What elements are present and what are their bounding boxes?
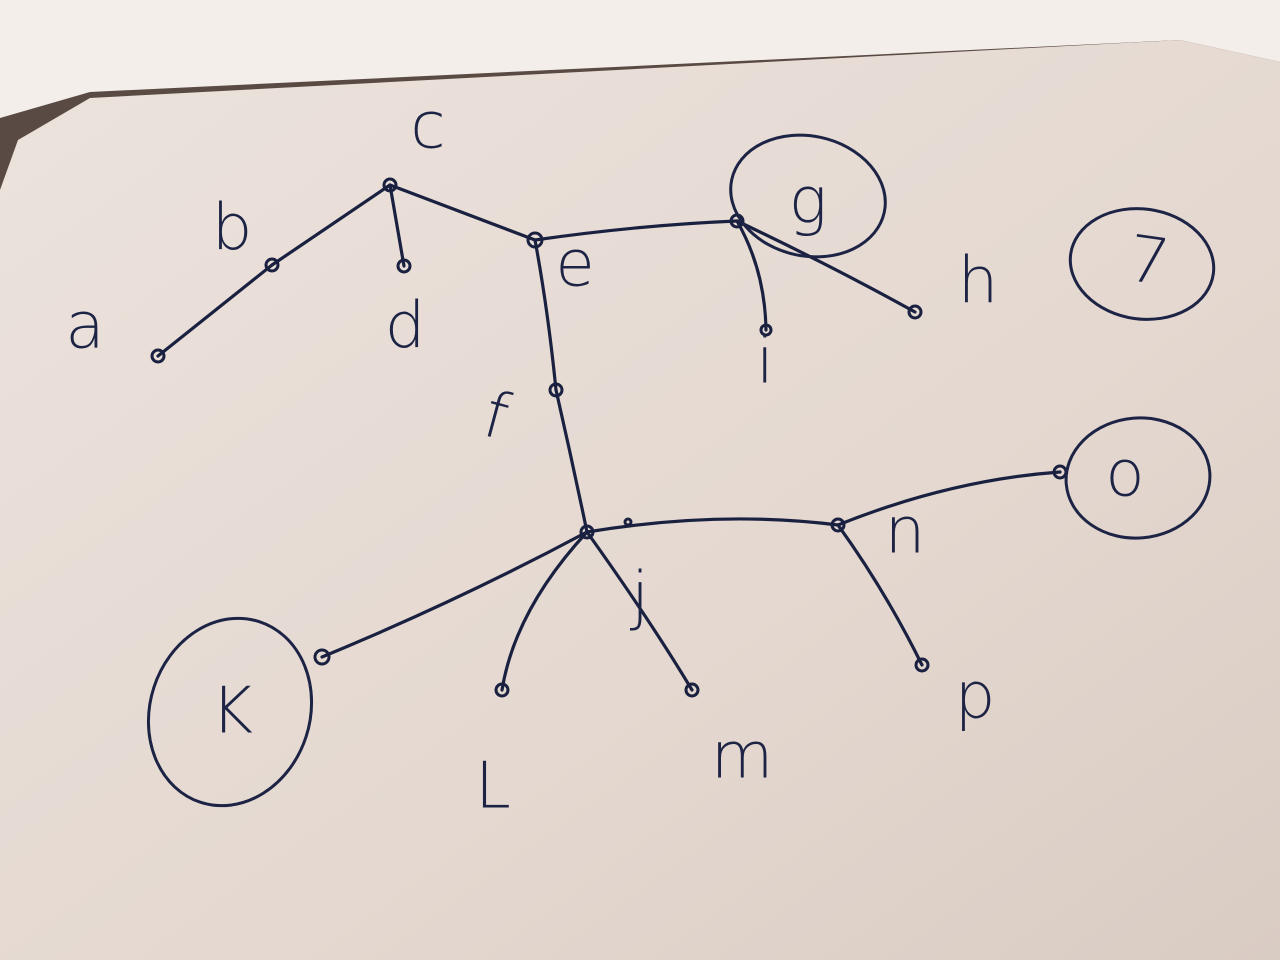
edge-n-o <box>836 470 1062 527</box>
edge-j-k <box>320 530 589 659</box>
node-ring-k <box>146 616 314 808</box>
edge-c-d <box>388 183 406 268</box>
edge-j-m <box>585 530 694 692</box>
edge-b-c <box>270 183 392 267</box>
edge-n-p <box>836 523 924 667</box>
node-dot-e <box>526 231 544 249</box>
node-dot-l <box>494 682 510 698</box>
node-dot-j-extra <box>623 517 633 527</box>
node-ring-o <box>1064 416 1212 540</box>
node-label-i: i <box>756 325 774 399</box>
node-dot-d <box>396 258 412 274</box>
edge-g-h <box>735 219 917 314</box>
node-label-c: c <box>410 90 445 164</box>
node-label-e: e <box>555 228 594 302</box>
node-labels: a b c d e f g h i j K L m n o p 7 <box>65 90 1173 824</box>
node-label-l: L <box>475 750 511 824</box>
node-label-g: g <box>789 165 827 239</box>
node-ring-g <box>729 133 887 259</box>
node-label-k: K <box>211 675 253 749</box>
edge-g-i <box>735 219 768 332</box>
paper-sheet <box>0 40 1280 960</box>
node-dot-m <box>684 682 700 698</box>
node-dot-n <box>830 517 846 533</box>
edge-e-g <box>533 219 739 242</box>
node-label-d: d <box>385 290 426 364</box>
node-dot-a <box>150 348 166 364</box>
node-dot-f <box>548 382 564 398</box>
node-label-p: p <box>955 660 996 734</box>
node-label-m: m <box>711 720 773 794</box>
paper-sheet-back <box>0 0 1280 118</box>
edge-j-l <box>500 530 589 692</box>
node-label-n: n <box>885 495 926 569</box>
node-ring-extra <box>1068 207 1216 321</box>
node-label-a: a <box>65 290 104 364</box>
edge-c-e <box>388 183 537 242</box>
node-dot-p <box>914 657 930 673</box>
node-dot-j <box>579 524 595 540</box>
node-rings <box>146 133 1216 808</box>
node-dot-c <box>382 177 398 193</box>
node-dot-b <box>264 257 280 273</box>
node-label-h: h <box>958 245 999 319</box>
edge-e-f <box>533 238 558 392</box>
node-label-j: j <box>629 560 649 634</box>
edge-j-n <box>585 517 840 534</box>
node-label-b: b <box>212 192 253 266</box>
node-dot-k <box>313 648 331 666</box>
node-label-o: o <box>1105 438 1144 512</box>
edges <box>156 183 1062 692</box>
node-dot-h <box>907 304 923 320</box>
edge-a-b <box>156 263 274 358</box>
node-dot-i <box>759 323 773 337</box>
edge-f-j <box>554 388 589 534</box>
